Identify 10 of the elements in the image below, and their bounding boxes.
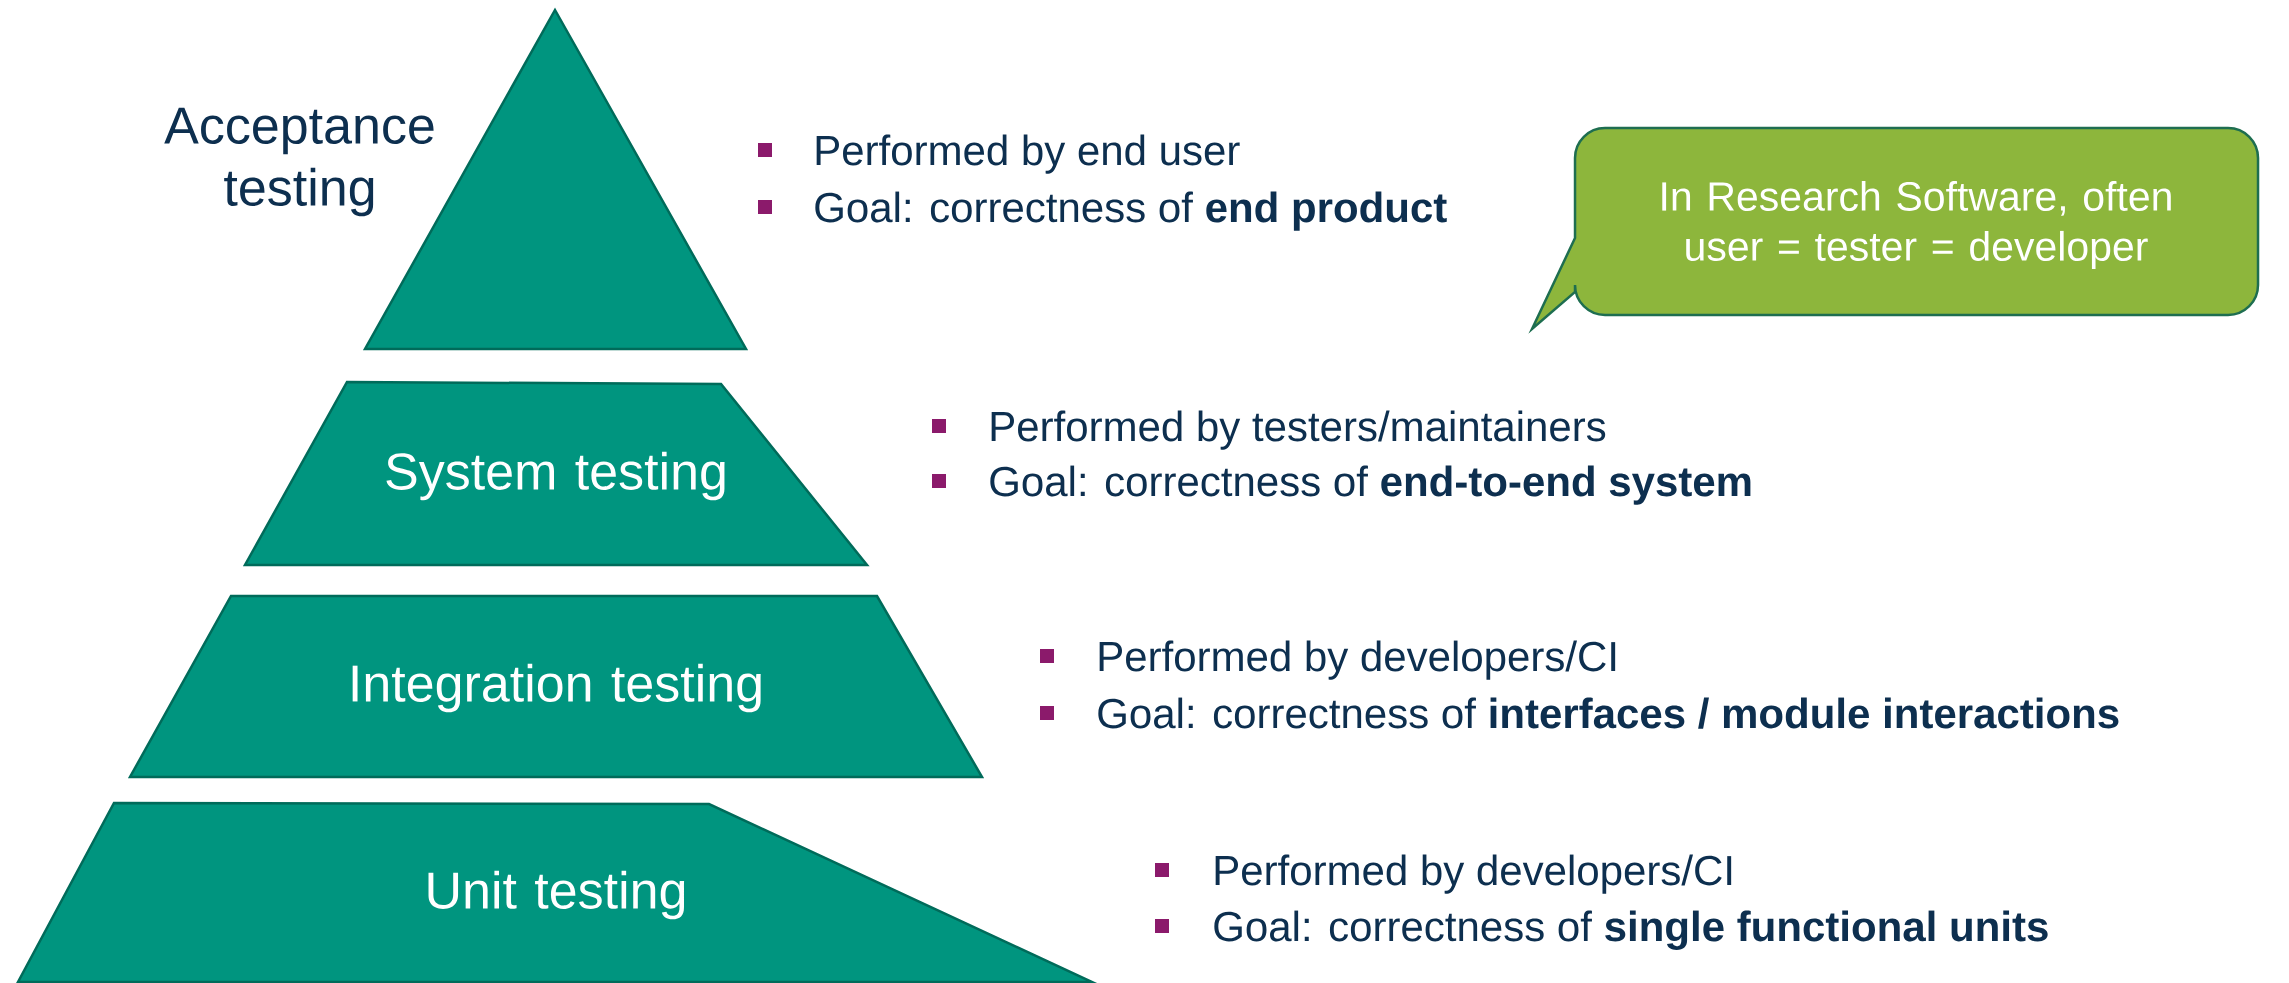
bullet-text: Goal: correctness of end-to-end system: [990, 465, 1751, 505]
bullet-text: Performed by end user: [816, 134, 1240, 174]
speech-bubble: In Research Software, often user = tester = developer: [1530, 126, 2260, 331]
bullet-text: Goal: correctness of single functional units: [1214, 910, 2048, 950]
node-label: testing: [224, 167, 374, 217]
bullet-text: Performed by developers/CI: [1099, 640, 1616, 680]
bullet-text: Performed by developers/CI: [1215, 854, 1732, 894]
bullet-text: Goal: correctness of interfaces / module interactions: [1098, 697, 2119, 729]
bullet-text: Performed by testers/maintainers: [991, 410, 1606, 450]
bullet-text: Goal: correctness of end product: [815, 191, 1447, 231]
